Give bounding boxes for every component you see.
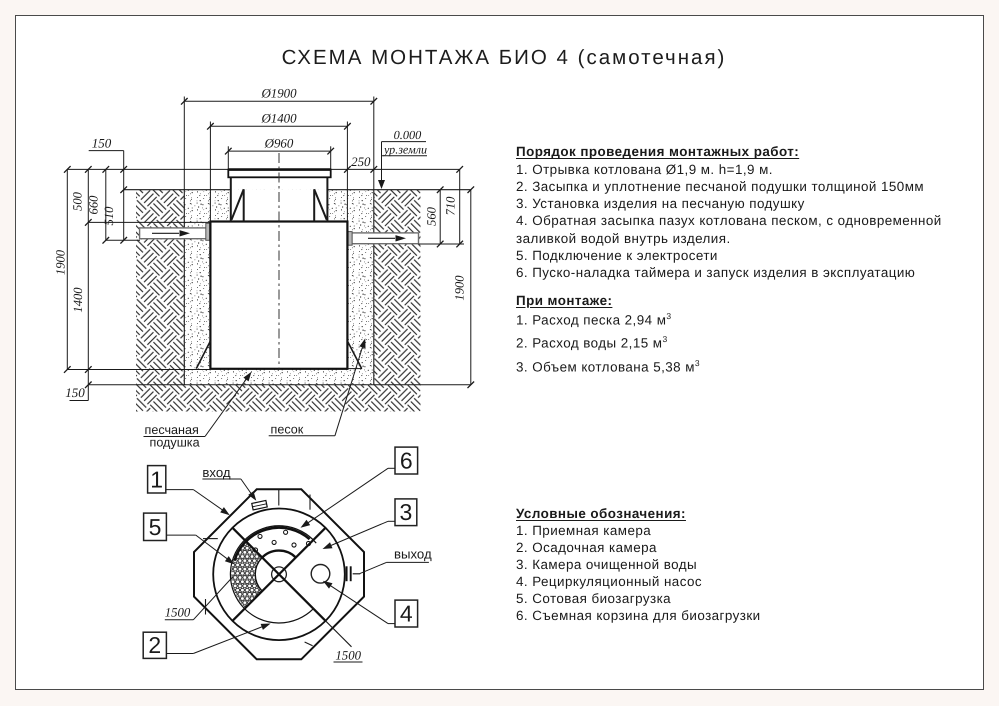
svg-text:560: 560: [425, 206, 439, 226]
svg-text:500: 500: [71, 191, 85, 211]
svg-text:4: 4: [400, 601, 413, 627]
svg-text:1500: 1500: [165, 606, 191, 620]
svg-text:5: 5: [149, 514, 162, 540]
svg-text:0.000: 0.000: [394, 128, 422, 142]
svg-text:Ø1900: Ø1900: [260, 87, 297, 101]
svg-text:1900: 1900: [453, 275, 467, 301]
svg-text:песок: песок: [271, 423, 304, 437]
svg-text:Ø1400: Ø1400: [260, 112, 297, 126]
svg-text:150: 150: [92, 135, 112, 150]
svg-text:150: 150: [65, 385, 85, 400]
svg-text:510: 510: [102, 206, 116, 226]
svg-text:3: 3: [400, 499, 413, 525]
svg-text:подушка: подушка: [150, 436, 200, 450]
svg-text:выход: выход: [394, 547, 432, 562]
svg-text:6: 6: [400, 448, 413, 474]
svg-text:1: 1: [150, 467, 163, 493]
svg-text:ур.земли: ур.земли: [382, 142, 427, 156]
svg-text:710: 710: [444, 196, 458, 216]
svg-text:вход: вход: [202, 465, 230, 480]
svg-text:1500: 1500: [335, 648, 361, 662]
svg-text:660: 660: [87, 195, 101, 215]
svg-text:песчаная: песчаная: [145, 423, 199, 437]
svg-text:Ø960: Ø960: [264, 136, 294, 150]
svg-text:1400: 1400: [71, 287, 85, 313]
svg-text:1900: 1900: [54, 249, 68, 275]
svg-text:250: 250: [351, 155, 371, 169]
svg-text:2: 2: [148, 632, 161, 658]
